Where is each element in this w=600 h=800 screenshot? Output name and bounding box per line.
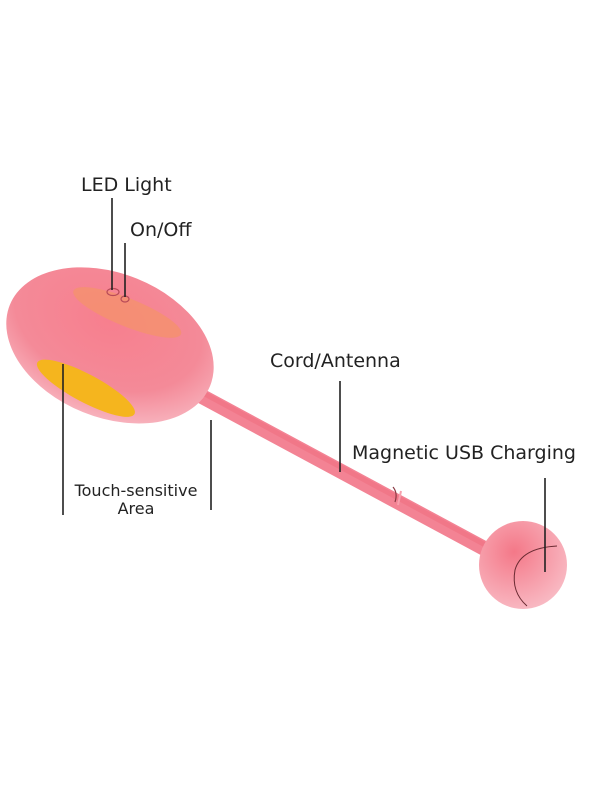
- label-touch-sensitive-area: Touch-sensitive Area: [66, 481, 206, 519]
- led-light-dot: [106, 287, 120, 297]
- label-on-off: On/Off: [130, 219, 192, 241]
- label-touch-line2: Area: [117, 499, 155, 519]
- leader-lines: [62, 198, 546, 572]
- magnetic-port-ring: [513, 545, 558, 607]
- label-led-light: LED Light: [81, 174, 172, 196]
- label-cord-antenna: Cord/Antenna: [270, 350, 401, 372]
- egg-body: [6, 267, 214, 424]
- led-patch: [73, 287, 182, 338]
- touch-sensitive-patch: [36, 359, 135, 417]
- cord: [182, 382, 523, 573]
- charging-ball: [479, 521, 567, 609]
- label-touch-line1: Touch-sensitive: [74, 481, 198, 500]
- label-magnetic-usb-charging: Magnetic USB Charging: [352, 442, 576, 464]
